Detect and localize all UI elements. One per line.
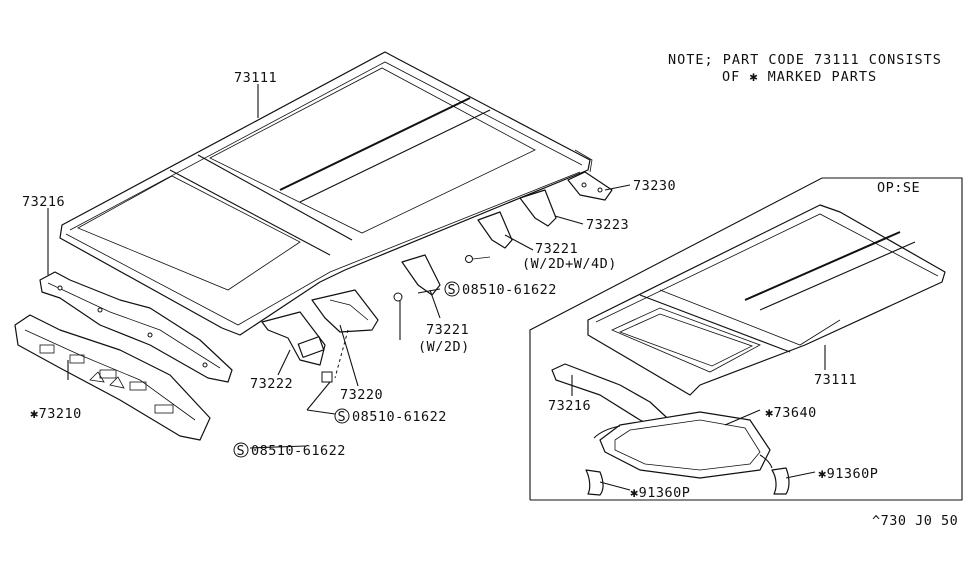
inset-sunroof-frame — [599, 411, 771, 479]
roof-bow-73220 — [311, 289, 379, 379]
roof-bow-73221-b — [401, 254, 441, 296]
inset-title: OP:SE — [877, 180, 920, 196]
roof-bow-73222 — [261, 311, 326, 366]
roof-panel-main — [59, 51, 593, 336]
label-inset-73640: ✱73640 — [765, 405, 817, 421]
label-73221-a-note: (W/2D+W/4D) — [522, 256, 617, 272]
roof-bow-73221-a — [477, 211, 513, 249]
label-screw-1: 08510-61622 — [462, 282, 557, 298]
screw-icon-3 — [321, 371, 333, 383]
bracket-73230 — [567, 171, 613, 201]
screw-symbol-icon: S — [448, 282, 457, 298]
screw-callout-1: S 08510-61622 — [444, 281, 557, 298]
inset-leader-lines — [571, 345, 826, 491]
label-73216: 73216 — [22, 194, 65, 210]
note-line-2: OF ✱ MARKED PARTS — [722, 69, 877, 85]
label-73111: 73111 — [234, 70, 277, 86]
label-screw-2: 08510-61622 — [352, 409, 447, 425]
roof-bow-73223 — [519, 189, 557, 227]
inset-roof-panel — [587, 204, 946, 396]
label-73210: ✱73210 — [30, 406, 82, 422]
screw-symbol-icon: S — [237, 443, 246, 459]
label-73221-b-note: (W/2D) — [418, 339, 470, 355]
front-panel-73210 — [14, 314, 211, 441]
label-inset-91360p-right: ✱91360P — [818, 466, 878, 482]
label-inset-73216: 73216 — [548, 398, 591, 414]
inset-drain-hose-right — [759, 454, 790, 495]
note-text: NOTE; PART CODE 73111 CONSISTS OF ✱ MARK… — [668, 52, 942, 85]
inset-drain-hose-left — [585, 425, 621, 496]
screw-callout-2: S 08510-61622 — [334, 408, 447, 425]
front-rail-73216 — [39, 271, 233, 383]
screw-callout-3: S 08510-61622 — [233, 442, 346, 459]
footer-code: ^730 J0 50 — [872, 513, 958, 529]
inset-box — [529, 177, 963, 501]
label-73222: 73222 — [250, 376, 293, 392]
label-inset-73111: 73111 — [814, 372, 857, 388]
label-73220: 73220 — [340, 387, 383, 403]
label-73221-a: 73221 — [535, 241, 578, 257]
screw-symbol-icon: S — [338, 409, 347, 425]
leader-lines — [47, 84, 631, 449]
label-73221-b: 73221 — [426, 322, 469, 338]
screw-icon-2 — [465, 255, 491, 263]
label-73223: 73223 — [586, 217, 629, 233]
note-line-1: NOTE; PART CODE 73111 CONSISTS — [668, 52, 942, 68]
label-screw-3: 08510-61622 — [251, 443, 346, 459]
label-inset-91360p-left: ✱91360P — [630, 485, 690, 501]
screw-icon-1 — [393, 292, 403, 302]
label-73230: 73230 — [633, 178, 676, 194]
